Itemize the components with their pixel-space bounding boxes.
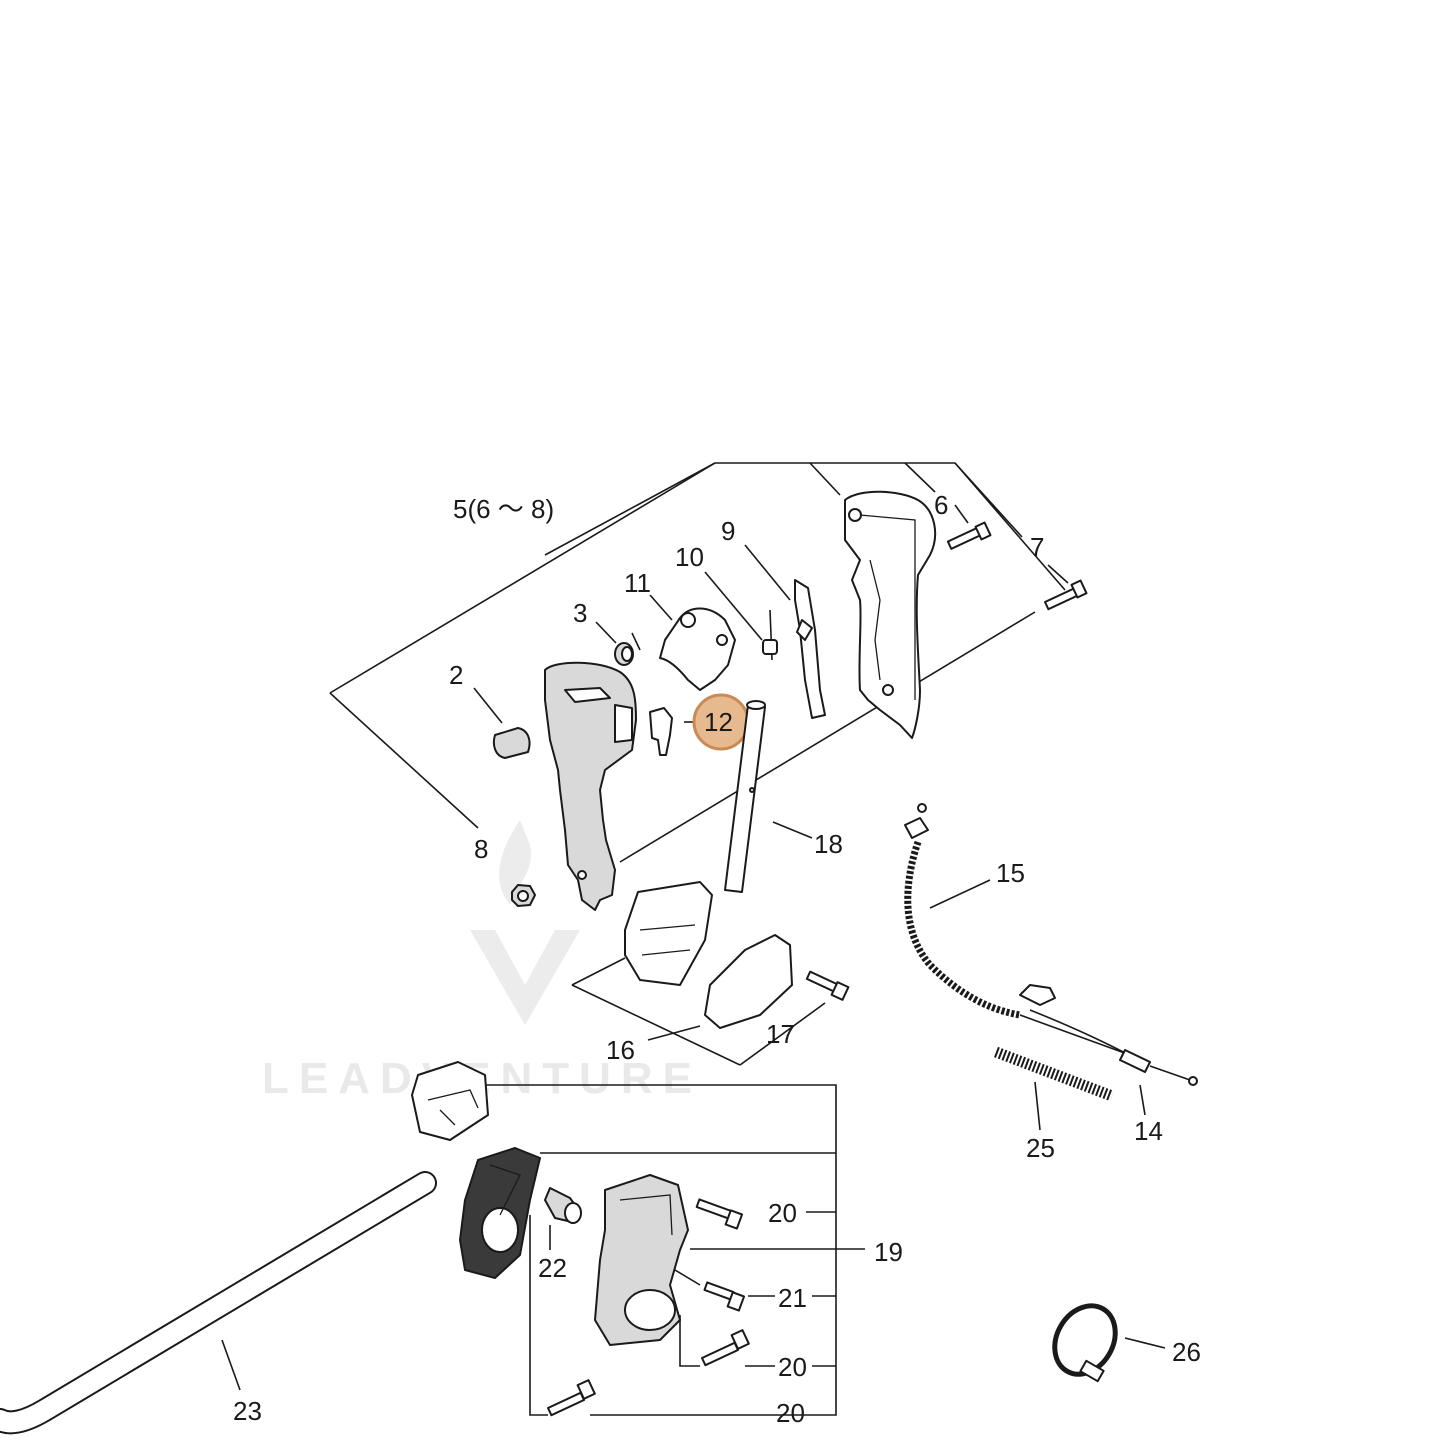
label-part-5: 5(6 ～ 8) xyxy=(453,494,554,524)
handle-left-half xyxy=(544,661,637,911)
handle-right-half xyxy=(844,490,937,739)
label-part-7: 7 xyxy=(1030,532,1044,562)
label-part-6: 6 xyxy=(934,490,948,520)
label-part-22: 22 xyxy=(538,1253,567,1283)
bolt-part-20-upper xyxy=(695,1198,744,1230)
bolt-part-20-middle xyxy=(700,1329,750,1367)
bolt-part-21 xyxy=(703,1281,746,1312)
label-part-15: 15 xyxy=(996,858,1025,888)
bracket-block-mid xyxy=(459,1147,541,1279)
label-part-12: 12 xyxy=(704,707,733,737)
clamp-part-16 xyxy=(571,881,793,1066)
label-part-17: 17 xyxy=(766,1019,795,1049)
collar-part-3 xyxy=(595,621,641,666)
nut-part-8 xyxy=(511,884,536,907)
handle-assembly-bracket xyxy=(329,462,1066,863)
screw-part-6 xyxy=(946,504,992,550)
label-part-9: 9 xyxy=(721,516,735,546)
label-part-20-middle: 20 xyxy=(778,1352,807,1382)
throttle-lever-part-9 xyxy=(744,544,826,719)
band-clamp-part-26 xyxy=(1052,1303,1166,1383)
label-part-23: 23 xyxy=(233,1396,262,1426)
lower-bracket-lines xyxy=(485,1084,865,1416)
label-part-10: 10 xyxy=(675,542,704,572)
part-labels: 5(6 ～ 8) 2 3 6 7 8 9 10 11 12 14 15 16 1… xyxy=(233,490,1201,1428)
throttle-cable-part-15 xyxy=(904,803,1198,1116)
tube-part-18 xyxy=(724,700,813,893)
shaft-pipe-part-23 xyxy=(0,1171,437,1435)
trigger-part-11 xyxy=(649,594,736,691)
label-part-18: 18 xyxy=(814,829,843,859)
bolt-part-17 xyxy=(739,970,850,1066)
switch-part-12 xyxy=(649,707,700,756)
label-part-11: 11 xyxy=(624,568,651,598)
label-part-2: 2 xyxy=(449,660,463,690)
screw-part-7 xyxy=(1043,564,1088,611)
label-part-8: 8 xyxy=(474,834,488,864)
label-part-26: 26 xyxy=(1172,1337,1201,1367)
label-part-25: 25 xyxy=(1026,1133,1055,1163)
bracket-block-top xyxy=(411,1061,489,1141)
spring-part-10 xyxy=(704,571,778,655)
sleeve-part-25 xyxy=(994,1046,1114,1131)
bolt-part-20-lower xyxy=(546,1379,596,1417)
label-part-20-upper: 20 xyxy=(768,1198,797,1228)
button-part-2 xyxy=(473,687,531,759)
label-part-19: 19 xyxy=(874,1237,903,1267)
clamp-body-part-19 xyxy=(594,1174,689,1346)
label-part-16: 16 xyxy=(606,1035,635,1065)
label-part-14: 14 xyxy=(1134,1116,1163,1146)
label-part-3: 3 xyxy=(573,598,587,628)
bushing-part-22 xyxy=(544,1187,582,1250)
label-part-21: 21 xyxy=(778,1283,807,1313)
label-part-20-lower: 20 xyxy=(776,1398,805,1428)
